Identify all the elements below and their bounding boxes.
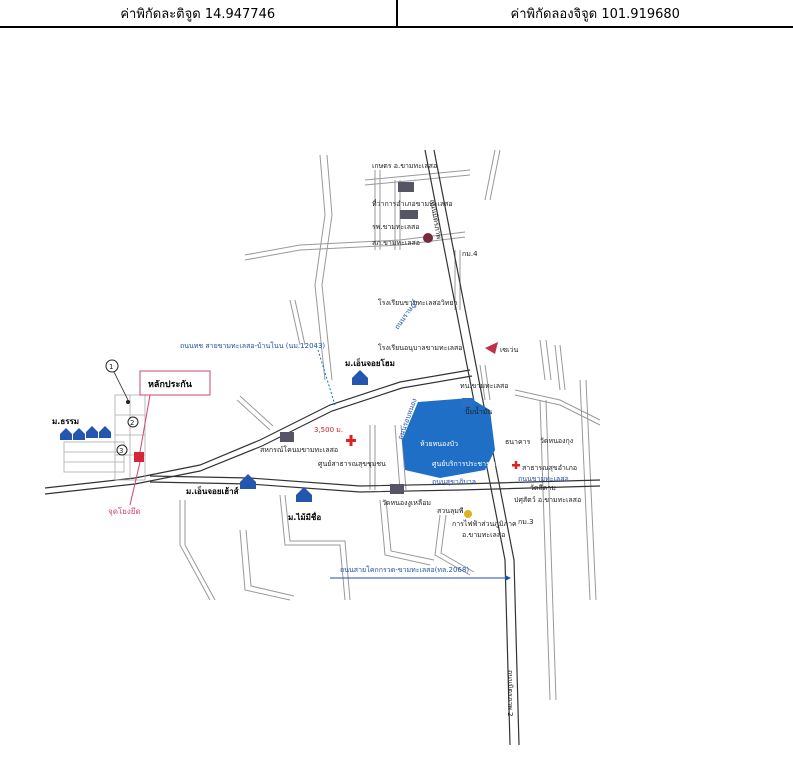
site-callout-box [139, 370, 211, 396]
km4-label: กม.4 [462, 250, 478, 258]
red-cross-icon [512, 461, 520, 469]
rural-road-label: ถนนทช สายขามทะเลสอ-บ้านโนน (นม.12043) [180, 341, 325, 350]
hospital-label: รพ.ขามทะเลสอ [372, 223, 419, 231]
clinic-cross-icon [346, 435, 356, 446]
village-dharma-houses [60, 426, 111, 440]
site-marker [134, 452, 144, 462]
vertical-bottom-label: ถนนมิตรภาพ 2 [506, 670, 514, 717]
temple-nongngu-label: วัดหนองงูเหลือม [382, 499, 431, 507]
coop-icon [280, 432, 294, 442]
parcel-1-number: 1 [109, 363, 113, 371]
village-enjoy-label: ม.เอ็นจอยเฮ้าส์ [186, 485, 239, 496]
school1-label: โรงเรียนขามทะเลสอวิทยา [378, 298, 457, 307]
school2-label: โรงเรียนอนุบาลขามทะเลสอ [378, 343, 463, 352]
header-underline [645, 27, 793, 28]
highway-label: ถนนสายโคกกรวด-ขามทะเลสอ(ทล.2068) [340, 565, 469, 574]
temple-nongkung-label: วัดหนองกุง [540, 437, 573, 445]
minor-roads [179, 149, 601, 701]
bank-label: ธนาคาร [505, 438, 531, 446]
police-label: สภ.ขามทะเลสอ [372, 239, 420, 247]
village-mai-label: ม.ไม้มีชื่อ [288, 511, 321, 522]
seven-eleven-label: เซเว่น [500, 346, 518, 354]
house-icon [352, 370, 368, 385]
pea-icon [464, 510, 472, 518]
leader-line-1 [113, 371, 129, 401]
pea-sub-label: อ.ขามทะเลสอ [462, 531, 505, 539]
reference-line [129, 461, 141, 506]
coop-label: สหกรณ์โคนมขามทะเลสอ [260, 445, 338, 454]
clinic-label: ศูนย์สาธารณสุขชุมชน [318, 460, 386, 468]
police-icon [423, 233, 433, 243]
service-center-label: ศูนย์บริการประชาชน [432, 460, 496, 468]
callout-line [317, 349, 336, 406]
longitude-label: ค่าพิกัดลองจิจูด 101.919680 [510, 6, 680, 22]
lake [402, 398, 495, 478]
park-label: สวนลุมพี [437, 507, 464, 515]
plot-grid [63, 394, 146, 481]
lower-road [149, 475, 601, 493]
parcel-3-number: 3 [119, 447, 123, 455]
latitude-label: ค่าพิกัดละติจูด 14.947746 [0, 0, 398, 26]
parcel-1-circle [105, 359, 119, 373]
km3-label: กม.3 [518, 518, 534, 526]
parcel-2-number: 2 [130, 419, 134, 427]
temple-sue-label: วัดสีดาม [530, 484, 556, 492]
thiwakan-label: ที่ว่าการอำเภอขามทะเลสอ [372, 199, 453, 208]
livestock-label: ปศุสัตว์ อ.ขามทะเลสอ [514, 496, 581, 504]
village-dharma-label: ม.ธรรม [52, 417, 79, 426]
highway-vertical [424, 149, 520, 746]
site-callout-line [139, 394, 151, 453]
tessaban-label: ทน.ขามทะเลสอ [460, 382, 509, 390]
village-somsom-label: ม.เอ็นจอยโฮม [345, 357, 395, 368]
survey-point [126, 400, 130, 404]
seven-eleven-icon [485, 342, 498, 354]
parcel-3-circle [116, 444, 128, 456]
road-chumchon-label: ถนนสุขาภิบาล [432, 478, 476, 486]
reference-point-label: จุดโยงยึด [108, 506, 141, 516]
health-center-label: สาธารณสุขอำเภอ [522, 464, 577, 472]
pump-label: ปั๊มน้ำมัน [465, 405, 492, 416]
parcel-2-circle [127, 416, 139, 428]
government-icon [398, 182, 414, 192]
lake-label: ห้วยหนองบัว [420, 440, 458, 448]
pea-label: การไฟฟ้าส่วนภูมิภาค [452, 519, 517, 528]
road-east-label: ถนนขามทะเลสอ [518, 475, 569, 483]
hospital-building-icon [400, 210, 418, 219]
pump-icon [462, 398, 474, 407]
arrow-head [505, 575, 511, 581]
house-icon [240, 474, 256, 489]
kaset-label: เกษตร อ.ขามทะเลสอ [372, 162, 437, 170]
house-icon [296, 487, 312, 502]
coordinate-header: ค่าพิกัดละติจูด 14.947746 ค่าพิกัดลองจิจ… [0, 0, 793, 28]
site-callout-label: หลักประกัน [148, 379, 193, 390]
distance-label: 3,500 ม. [314, 426, 343, 434]
temple-icon [390, 484, 404, 494]
